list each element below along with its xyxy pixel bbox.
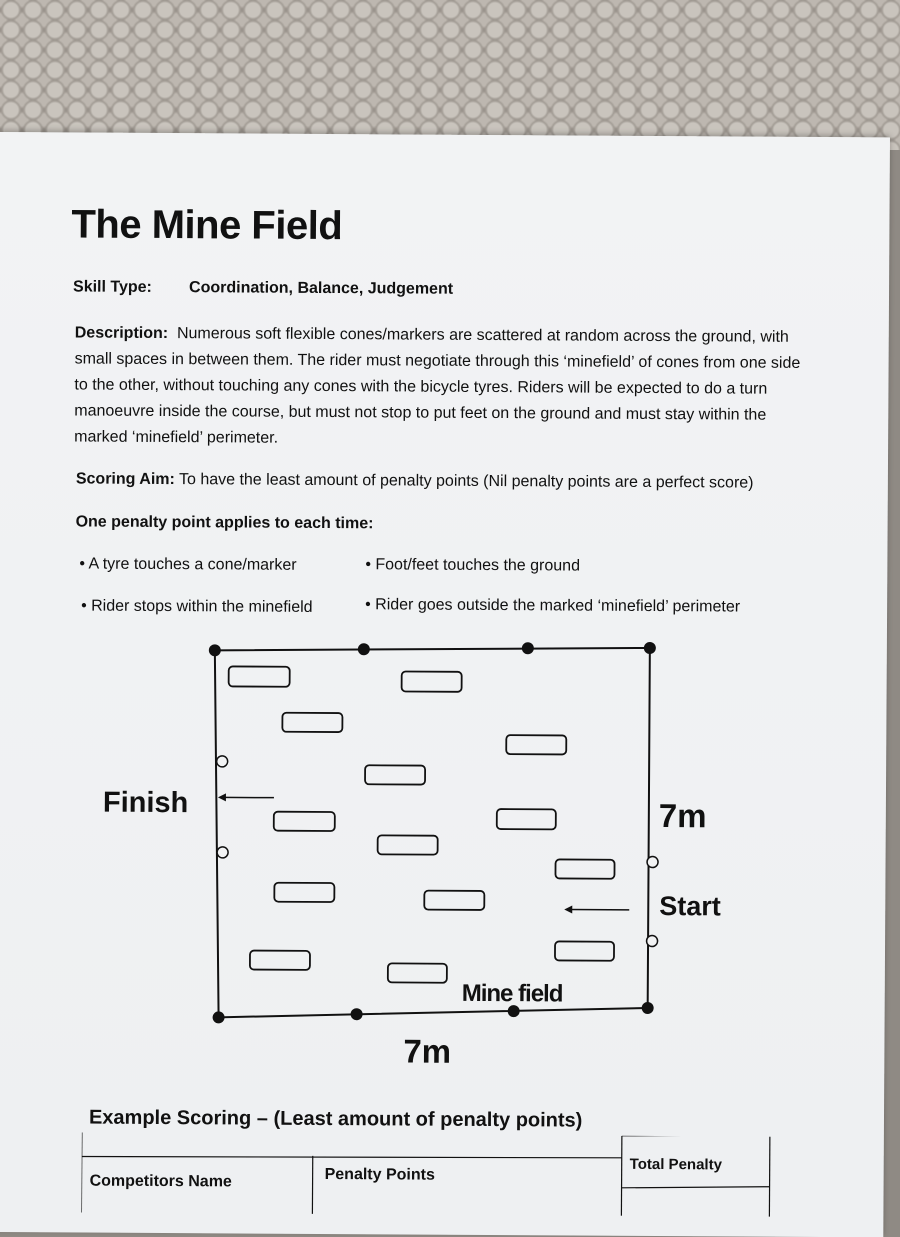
- cone-marker: [388, 963, 447, 982]
- cone-marker: [378, 835, 438, 854]
- gate-marker: [647, 856, 658, 867]
- gate-marker: [217, 756, 228, 767]
- table-top-border: [82, 1155, 622, 1160]
- cone-marker: [555, 859, 614, 878]
- start-label: Start: [659, 891, 721, 921]
- cone-marker: [424, 891, 484, 910]
- cone-marker: [274, 812, 335, 831]
- boundary-dot: [213, 1011, 225, 1023]
- table-header-penalty-points: Penalty Points: [325, 1166, 435, 1185]
- carpet-background: [0, 0, 900, 150]
- cone-marker: [402, 671, 462, 691]
- boundary-dot: [642, 1002, 654, 1014]
- gate-marker: [647, 935, 658, 946]
- start-arrow-head: [564, 905, 572, 913]
- table-header-total-penalty: Total Penalty: [630, 1156, 722, 1174]
- gate-marker: [217, 847, 228, 858]
- finish-label: Finish: [103, 787, 189, 820]
- cone-marker: [506, 735, 566, 754]
- bottom-length-label: 7m: [403, 1032, 451, 1069]
- boundary-dot: [644, 642, 656, 654]
- boundary-dot: [351, 1008, 363, 1020]
- minefield-label: Mine field: [462, 980, 563, 1008]
- side-length-label: 7m: [659, 797, 707, 834]
- finish-arrow-head: [218, 793, 226, 801]
- worksheet-page: The Mine Field Skill Type: Coordination,…: [0, 132, 890, 1237]
- table-header-competitor: Competitors Name: [90, 1173, 232, 1192]
- boundary-dot: [522, 642, 534, 654]
- cone-marker: [555, 941, 614, 960]
- cone-marker: [229, 666, 290, 686]
- cone-marker: [250, 951, 310, 970]
- cone-marker: [274, 883, 334, 902]
- cone-marker: [282, 713, 342, 732]
- boundary-dot: [358, 643, 370, 655]
- cone-marker: [365, 765, 425, 784]
- minefield-diagram: Finish Start 7m 7m Mine field: [0, 132, 890, 1137]
- boundary-dot: [209, 644, 221, 656]
- example-scoring-heading: Example Scoring – (Least amount of penal…: [89, 1107, 583, 1133]
- cone-marker: [497, 809, 556, 829]
